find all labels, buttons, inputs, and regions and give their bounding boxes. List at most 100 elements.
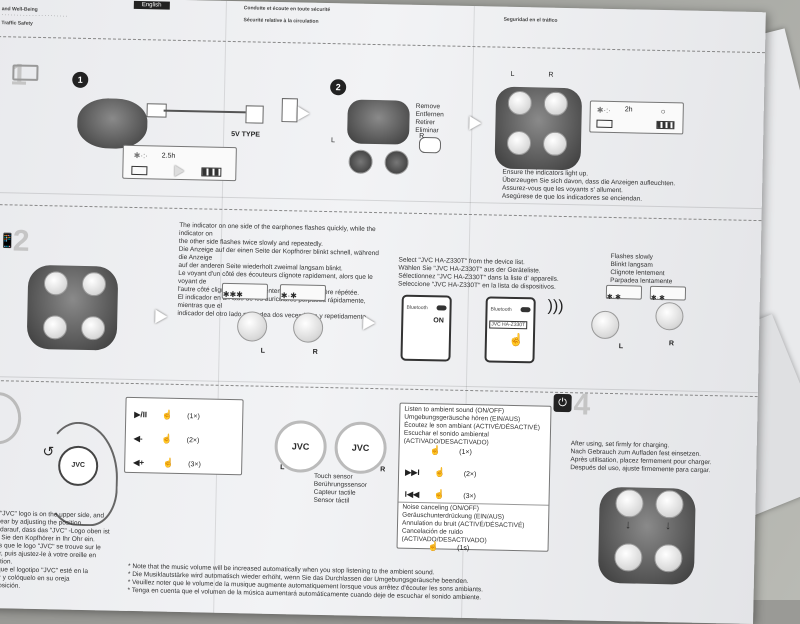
header-sub-col2: Sécurité relative à la circulation [243,17,319,25]
battery-full-icon [201,167,222,177]
indicator-right-box: ✱·✱ [649,285,687,303]
battery-icon [12,64,39,81]
tap-hand-icon: ☝ [429,445,441,456]
bluetooth-on-label: ON [433,317,444,325]
right-label: R [668,340,675,348]
indicator-off-icon: ○ [660,106,666,117]
header-title-col2: Conduite et écoute en toute sécurité [243,5,331,14]
battery-low-icon [131,165,148,176]
arrow-right-icon [297,106,310,121]
step-4-number: 4 [573,388,591,422]
blink-icon: ✱✱✱ [222,289,244,300]
tap-finger-icon: ☝ [508,332,525,348]
down-arrow-icon: ↓ [624,517,632,532]
wear-instructions-text: the "JVC" logo is on the upper side, and… [0,510,110,590]
left-label: L [260,347,265,355]
case-open-image [346,99,410,145]
section-divider [0,35,765,54]
gesture-row: ☝ (1s) [427,536,469,555]
usb-cable [163,109,254,114]
bluetooth-toggle[interactable] [520,307,531,313]
right-label: R [419,132,425,141]
right-label: R [312,348,318,356]
left-gesture-box: ▶/II ☝ (1×) ◀- ☝ (2×) ◀+ ☝ (3×) [124,396,244,476]
device-list-item[interactable]: JVC HA-Z330T [489,320,528,330]
indicator-left-box: ✱·✱ [605,284,643,302]
tap-hand-icon: ☝ [434,467,446,478]
volume-down-icon: ◀- [133,434,143,444]
blink-icon: ✱·:· [596,105,612,115]
bluetooth-signal-icon: ))) [547,297,564,315]
volume-up-icon: ◀+ [133,458,145,468]
gesture-row: ☝ (1×) [429,440,472,459]
usb-type-label: 5V TYPE [231,130,261,139]
tap-hand-icon: ☝ [433,489,445,500]
right-gesture-box: Listen to ambient sound (ON/OFF)Umgebung… [396,402,552,555]
substep-2-badge: 2 [329,79,347,96]
hold-hand-icon: ☝ [427,541,439,552]
ear-icon [0,391,22,445]
battery-full-icon [656,120,675,130]
charge-indicator-box: ✱·:· 2.5h [122,144,237,182]
gesture-row: I◀◀ ☝ (3×) [404,484,476,503]
power-icon: ⏻ [553,393,572,413]
charge-time-label: 2.5h [161,152,176,160]
blink-icon: ✱·✱ [650,294,665,303]
tap-hand-icon: ☝ [162,457,174,468]
indicator-flash-text: The indicator on one side of the earphon… [177,221,379,321]
noise-canceling-text: Noise canceling (ON/OFF)Geräuschunterdrü… [401,503,525,545]
gesture-row: ▶▶I ☝ (2×) [405,462,477,481]
tap-hand-icon: ☝ [160,433,173,444]
lights-up-text: Ensure the indicators light up.Überzeuge… [501,168,676,203]
earbud-left-image [348,149,373,174]
bluetooth-toggle[interactable] [436,305,447,311]
ambient-sound-text: Listen to ambient sound (ON/OFF)Umgebung… [403,405,540,447]
phone-device-list-screen: Bluetooth JVC HA-Z330T ☝ [484,296,536,364]
phone-pairing-icon: 📱 [0,232,17,249]
play-pause-icon: ▶/II [134,410,148,420]
blink-icon: ✱·✱ [606,293,621,302]
select-device-text: Select "JVC HA-Z330T" from the device li… [397,256,559,291]
battery-low-icon [596,119,613,128]
hold-duration: (1s) [457,544,470,553]
charging-case-image [76,97,148,150]
header-sub-col1: Traffic Safety [1,20,33,27]
left-label: L [280,464,285,472]
volume-note-text: * Note that the music volume will be inc… [127,562,484,602]
fold-line [0,375,758,394]
charge-time-label: 2h [624,106,633,114]
language-tab: English [133,0,170,10]
tap-count: (3×) [188,461,201,469]
usb-adapter-icon [245,105,264,124]
bluetooth-label: Bluetooth [406,304,428,312]
tap-count: (3×) [463,492,477,501]
tap-count: (1×) [459,448,472,457]
earbud-right-image [292,312,324,343]
right-label: R [380,466,386,474]
after-use-text: After using, set firmly for charging.Nac… [570,440,712,475]
arrow-right-icon [155,309,168,324]
indicator-left-box: ✱✱✱ [221,282,269,300]
arrow-right-icon [174,165,185,177]
bluetooth-label: Bluetooth [490,306,512,313]
gesture-row: ◀+ ☝ (3×) [133,452,201,471]
header-sub-col3: Seguridad en el tráfico [503,16,558,24]
down-arrow-icon: ↓ [664,518,672,533]
tap-count: (2×) [463,470,477,479]
tap-count: (1×) [187,413,200,421]
arrow-right-icon [469,115,482,131]
manual-sheet: English and Well-Being · · · · · · · · ·… [0,0,766,624]
substep-1-badge: 1 [72,71,89,88]
previous-track-icon: I◀◀ [404,489,420,500]
section-divider [0,379,758,398]
indicator-right-box: ✱·✱ [279,284,327,302]
tap-count: (2×) [186,437,200,445]
indicator-box: ✱·:· 2h ○ [589,100,684,135]
right-label: R [548,71,554,79]
left-label: L [510,70,515,78]
earbud-right-touch-image: JVC [334,421,388,475]
blink-icon: ✱·✱ [280,291,297,301]
